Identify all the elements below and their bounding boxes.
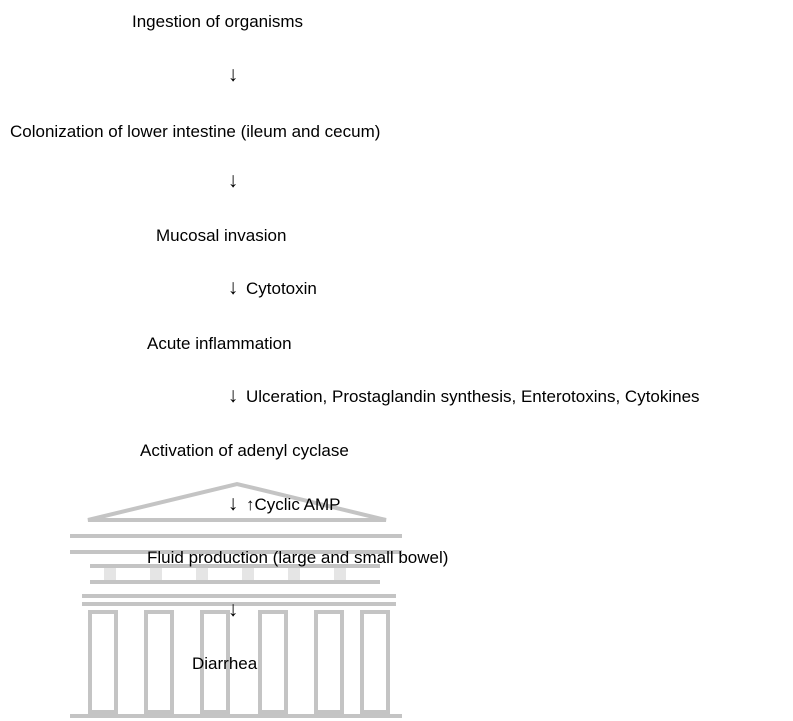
- arrow-4: ↓ Ulceration, Prostaglandin synthesis, En…: [226, 384, 700, 407]
- arrow-1: ↓: [226, 63, 240, 86]
- down-arrow-icon: ↓: [227, 492, 239, 515]
- arrow-2: ↓: [226, 169, 240, 192]
- step-ingestion: Ingestion of organisms: [132, 12, 304, 31]
- arrow-5: ↓ ↑Cyclic AMP: [226, 492, 341, 515]
- down-arrow-icon: ↓: [227, 169, 239, 192]
- arrow-label-mediators: Ulceration, Prostaglandin synthesis, Ent…: [246, 387, 700, 406]
- step-adenyl-cyclase: Activation of adenyl cyclase: [140, 441, 349, 460]
- down-arrow-icon: ↓: [227, 63, 239, 86]
- step-mucosal-invasion: Mucosal invasion: [156, 226, 287, 245]
- down-arrow-icon: ↓: [227, 598, 239, 621]
- step-diarrhea: Diarrhea: [192, 654, 258, 673]
- step-fluid-production: Fluid production (large and small bowel): [147, 548, 449, 567]
- arrow-label-cytotoxin: Cytotoxin: [246, 279, 317, 298]
- down-arrow-icon: ↓: [227, 276, 239, 299]
- down-arrow-icon: ↓: [227, 384, 239, 407]
- arrow-6: ↓: [226, 598, 240, 621]
- step-colonization: Colonization of lower intestine (ileum a…: [10, 122, 381, 141]
- arrow-3: ↓ Cytotoxin: [226, 276, 317, 299]
- arrow-label-cyclic-amp: ↑Cyclic AMP: [246, 495, 341, 514]
- step-acute-inflammation: Acute inflammation: [147, 334, 292, 353]
